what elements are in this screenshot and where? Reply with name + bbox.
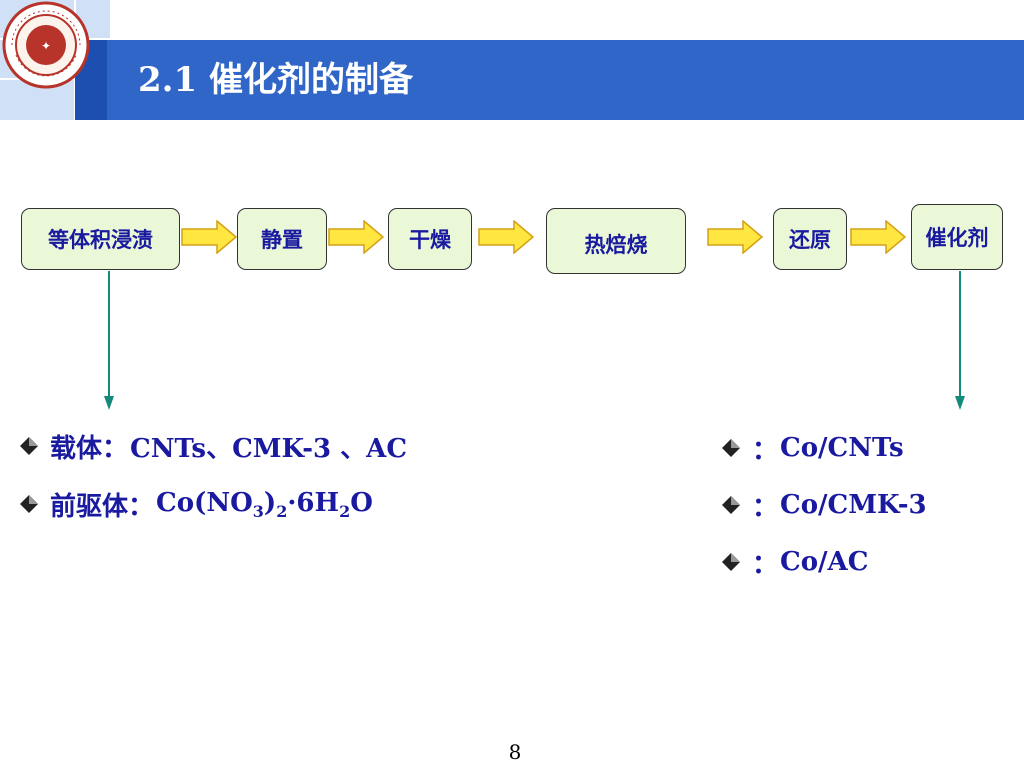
list-item-catalyst: ： Co/AC	[720, 542, 868, 582]
list-item-text: Co/CMK-3	[780, 490, 927, 520]
flow-arrow-icon	[707, 220, 763, 254]
flow-arrow-icon	[850, 220, 906, 254]
bullet-arrow-icon	[722, 496, 740, 514]
list-item-prefix: 前驱体：	[50, 491, 155, 522]
flow-step-impregnation: 等体积浸渍	[21, 208, 180, 270]
flow-arrow-icon	[181, 220, 237, 254]
connector-left-arrowhead	[104, 396, 114, 410]
bullet-arrow-icon	[722, 439, 740, 457]
flow-step-drying: 干燥	[388, 208, 472, 270]
flow-step-calcination: 热焙烧	[546, 208, 686, 274]
list-item-precursor: 前驱体： Co(NO3)2·6H2O	[18, 484, 373, 524]
svg-text:✦: ✦	[41, 39, 51, 53]
bullet-arrow-icon	[722, 553, 740, 571]
university-logo-icon: ✦	[2, 1, 90, 89]
bullet-arrow-icon	[20, 437, 38, 455]
list-item-text: CNTs、CMK-3 、AC	[130, 433, 408, 464]
flow-arrow-icon	[328, 220, 384, 254]
list-item-catalyst: ： Co/CMK-3	[720, 485, 927, 525]
flow-arrow-icon	[478, 220, 534, 254]
list-item-support: 载体： CNTs、CMK-3 、AC	[18, 426, 407, 466]
formula: Co(NO3)2·6H2O	[156, 487, 373, 521]
flow-step-reduction: 还原	[773, 208, 847, 270]
list-item-catalyst: ： Co/CNTs	[720, 428, 904, 468]
header-bar	[75, 40, 1024, 120]
list-item-prefix: ：	[752, 549, 779, 580]
connector-right-arrowhead	[955, 396, 965, 410]
list-item-text: Co/AC	[780, 547, 869, 577]
flow-step-standing: 静置	[237, 208, 327, 270]
flow-step-catalyst: 催化剂	[911, 204, 1003, 270]
list-item-prefix: ：	[752, 492, 779, 523]
list-item-text: Co/CNTs	[780, 433, 904, 463]
bullet-arrow-icon	[20, 495, 38, 513]
list-item-prefix: ：	[752, 435, 779, 466]
slide-title: 2.1 催化剂的制备	[138, 60, 413, 100]
list-item-prefix: 载体：	[50, 433, 129, 464]
page-number: 8	[508, 740, 522, 764]
